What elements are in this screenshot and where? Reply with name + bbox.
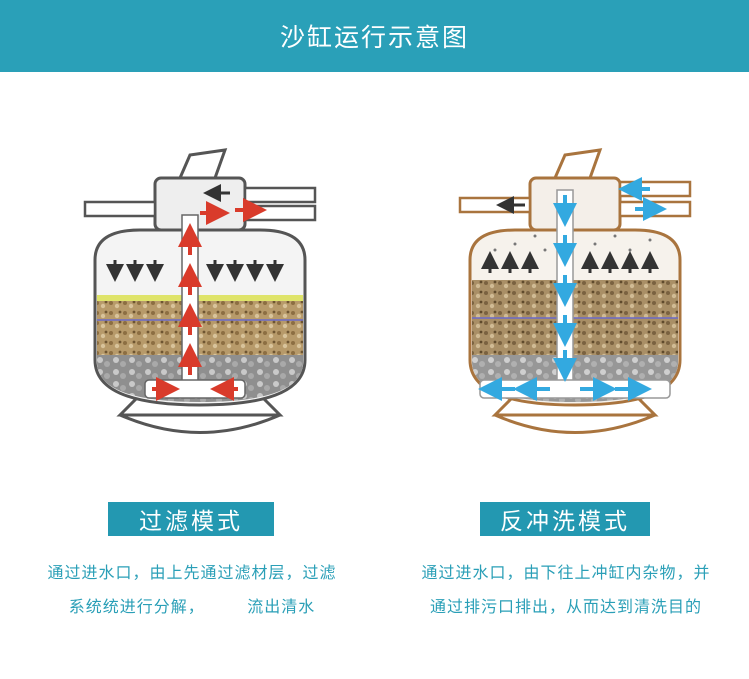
backwash-desc-line-1: 通过进水口，由下往上冲缸内杂物，并 [421,563,711,582]
backwash-mode-label: 反冲洗模式 [480,502,650,536]
tank-body [93,228,307,407]
filter-desc-line-2: 系统统进行分解， 流出清水 [68,597,316,616]
downflow-arrows [106,184,284,282]
page-header: 沙缸运行示意图 [0,0,749,72]
filter-mode-description: 通过进水口，由上先通过滤材层，过滤 系统统进行分解， 流出清水 [14,556,370,624]
page-title: 沙缸运行示意图 [279,23,469,52]
backwash-flow-arrows [478,177,667,401]
filter-mode-diagram [83,148,317,434]
tank-body [468,228,682,407]
backwash-mode-diagram [458,148,692,434]
filter-mode-label-text: 过滤模式 [139,509,243,535]
valve-head [153,148,247,232]
backwash-mode-description: 通过进水口，由下往上冲缸内杂物，并 通过排污口排出，从而达到清洗目的 [386,556,746,624]
upflow-arrows [481,196,659,273]
filter-desc-line-1: 通过进水口，由上先通过滤材层，过滤 [47,563,337,582]
filter-flow-arrows [152,198,267,401]
backwash-mode-label-text: 反冲洗模式 [500,509,630,535]
valve-head [528,148,622,232]
backwash-desc-line-2: 通过排污口排出，从而达到清洗目的 [429,597,702,616]
filter-mode-label: 过滤模式 [108,502,274,536]
